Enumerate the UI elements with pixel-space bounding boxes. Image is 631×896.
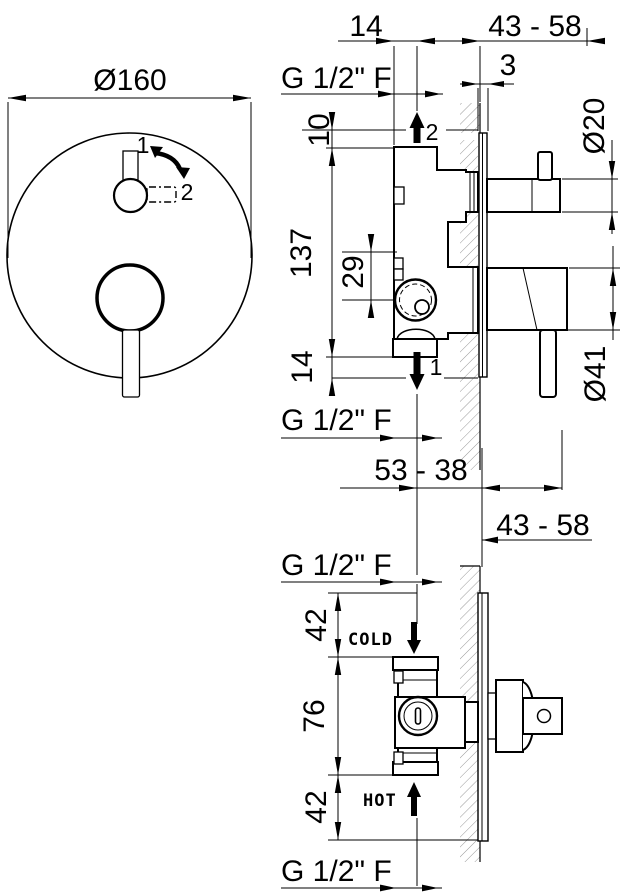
thread-label-hot: G 1/2" F bbox=[281, 855, 392, 888]
dim-bottom-port-offset: 14 bbox=[286, 350, 319, 383]
dim-knob-diameter: Ø20 bbox=[578, 98, 611, 155]
flow-arrow-down-icon bbox=[409, 352, 425, 390]
thread-label-cold: G 1/2" F bbox=[281, 549, 392, 582]
diverter-stem bbox=[486, 178, 561, 213]
label-cold: COLD bbox=[348, 630, 393, 650]
side-view-dimensions bbox=[281, 28, 620, 575]
dim-handle-offset: 14 bbox=[349, 10, 382, 43]
label-outlet-2: 2 bbox=[426, 119, 439, 145]
diverter-handle-position2 bbox=[146, 186, 177, 203]
hot-arrow-up-icon bbox=[407, 782, 421, 816]
diverter-handle-side bbox=[537, 151, 553, 181]
thread-label-bottom: G 1/2" F bbox=[281, 404, 392, 437]
dim-outlet-depth-range: 53 - 38 bbox=[374, 454, 467, 487]
dim-front-diameter: Ø160 bbox=[93, 64, 166, 97]
label-outlet-1: 1 bbox=[430, 354, 443, 380]
flow-arrow-up-icon bbox=[409, 112, 425, 143]
label-hot: HOT bbox=[363, 791, 397, 811]
mixer-knob bbox=[95, 263, 165, 333]
label-position-2: 2 bbox=[181, 179, 194, 205]
side-view: 14 43 - 58 G 1/2" F 3 10 2 137 29 14 Ø20… bbox=[281, 10, 620, 575]
cold-arrow-down-icon bbox=[407, 622, 421, 654]
mixer-lever-side bbox=[539, 329, 557, 398]
label-position-1: 1 bbox=[137, 132, 150, 158]
plan-view: 43 - 58 G 1/2" F 42 COLD 76 HOT 42 G 1/2… bbox=[281, 509, 592, 892]
dim-plate-thickness: 3 bbox=[500, 49, 517, 82]
mixer-lever bbox=[121, 329, 141, 398]
plan-view-geometry bbox=[392, 592, 563, 842]
diverter-knob bbox=[112, 177, 149, 214]
dim-hot-offset: 42 bbox=[300, 790, 333, 823]
dim-depth-range-side: 43 - 58 bbox=[488, 10, 581, 43]
escutcheon-plate-plan bbox=[477, 592, 489, 842]
front-view: Ø160 1 2 bbox=[6, 64, 253, 398]
rotation-arrow-icon bbox=[150, 146, 190, 179]
dim-body-width: 76 bbox=[298, 699, 331, 732]
dim-top-port-offset: 10 bbox=[303, 113, 336, 146]
front-view-geometry bbox=[6, 94, 253, 398]
dim-body-height: 137 bbox=[285, 228, 318, 278]
cold-inlet-flange bbox=[392, 656, 439, 671]
plan-view-wall bbox=[460, 565, 481, 862]
dim-cold-offset: 42 bbox=[300, 608, 333, 641]
dim-depth-range-plan: 43 - 58 bbox=[496, 509, 589, 542]
thread-label-top: G 1/2" F bbox=[281, 62, 392, 95]
cartridge-circle bbox=[393, 278, 438, 322]
dim-lever-diameter: Ø41 bbox=[579, 346, 612, 403]
mixer-body-side bbox=[486, 267, 568, 331]
lever-bell bbox=[495, 679, 524, 753]
dim-valve-offset: 29 bbox=[337, 255, 370, 288]
side-view-geometry bbox=[392, 132, 568, 398]
plan-view-dimensions bbox=[281, 536, 592, 892]
